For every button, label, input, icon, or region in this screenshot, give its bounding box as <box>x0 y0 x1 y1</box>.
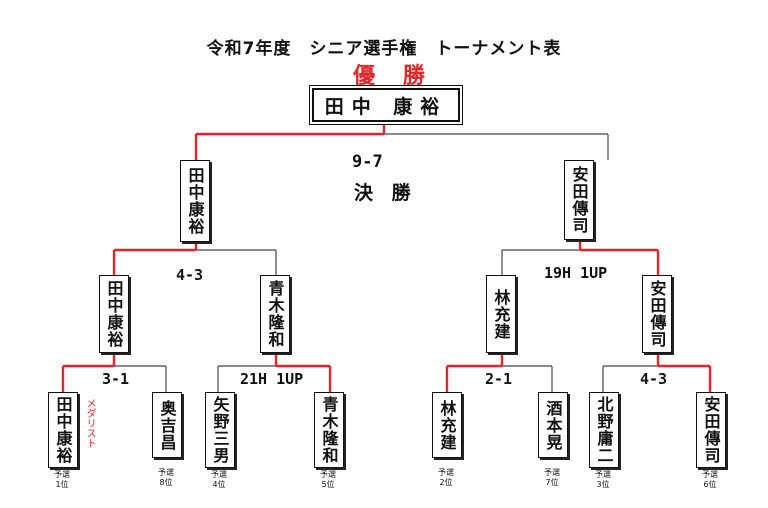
qf4-score: 4-3 <box>640 370 668 388</box>
semifinalist-left: 田中康裕 <box>180 160 210 242</box>
player-2: 奥吉昌 <box>152 392 182 458</box>
quarterfinalist-right-a: 林充建 <box>486 275 516 353</box>
quarterfinalist-left-b: 青木隆和 <box>260 275 290 353</box>
player-4: 青木隆和 <box>314 392 344 468</box>
player-6: 酒本晃 <box>538 392 568 458</box>
player-1: 田中康裕 <box>48 392 78 468</box>
player-3: 矢野三男 <box>205 392 235 468</box>
qf3-score: 2-1 <box>485 370 513 388</box>
player-5: 林充建 <box>432 392 462 458</box>
qf2-score: 21H 1UP <box>240 370 304 388</box>
player-7: 北野庸二 <box>589 392 619 468</box>
page-title: 令和7年度 シニア選手権 トーナメント表 <box>206 39 562 59</box>
quarterfinalist-left-a: 田中康裕 <box>99 275 129 353</box>
sf-right-score: 19H 1UP <box>544 264 608 282</box>
final-score: 9-7 <box>352 152 383 172</box>
player-8: 安田傳司 <box>696 392 726 468</box>
sf-left-score: 4-3 <box>176 266 204 284</box>
semifinalist-right: 安田傳司 <box>564 160 594 240</box>
qf1-score: 3-1 <box>102 370 130 388</box>
final-label: 決 勝 <box>354 182 417 204</box>
quarterfinalist-right-b: 安田傳司 <box>642 275 672 353</box>
champion-label: 優 勝 <box>353 64 435 89</box>
champion-box: 田中 康裕 <box>312 88 460 122</box>
medalist-note: メダリスト <box>84 398 95 448</box>
